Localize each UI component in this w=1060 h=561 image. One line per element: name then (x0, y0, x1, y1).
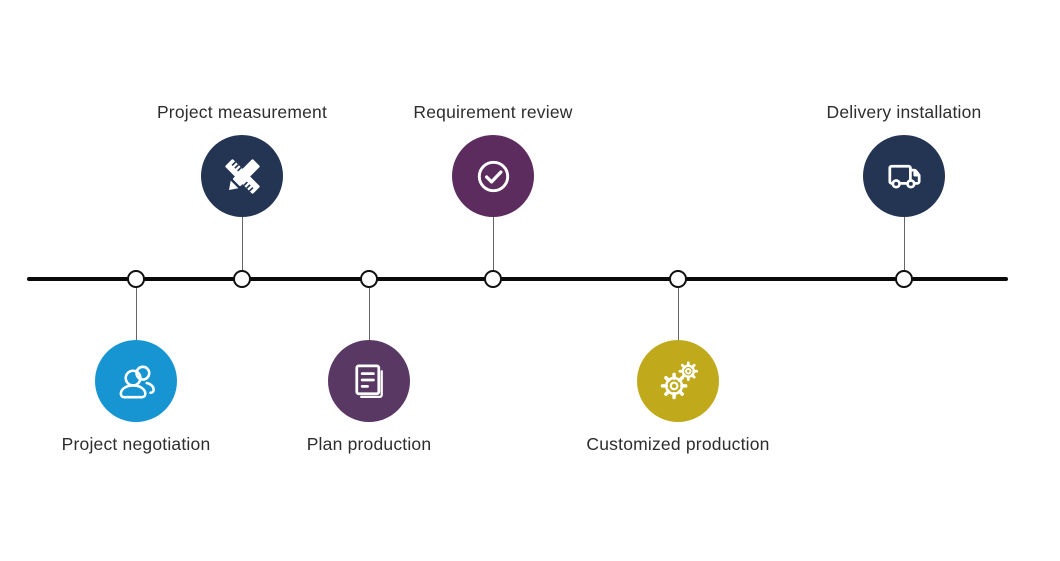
step-icon-circle (201, 135, 283, 217)
step-label: Plan production (306, 434, 432, 454)
step-icon-circle (637, 340, 719, 422)
connector-line (368, 288, 370, 340)
step-icon-circle (863, 135, 945, 217)
connector-line (135, 288, 137, 340)
timeline-node (233, 270, 251, 288)
users-icon (119, 365, 155, 398)
truck-icon (887, 164, 921, 189)
step-label: Delivery installation (826, 102, 982, 122)
timeline-node (484, 270, 502, 288)
connector-line (677, 288, 679, 340)
connector-line (492, 217, 494, 270)
timeline-node (669, 270, 687, 288)
timeline-line (27, 277, 1008, 281)
step-icon-circle (328, 340, 410, 422)
step-label: Requirement review (413, 102, 573, 122)
connector-line (903, 217, 905, 270)
connector-line (241, 217, 243, 270)
gears-icon (660, 360, 698, 399)
step-icon-circle (95, 340, 177, 422)
timeline-node (127, 270, 145, 288)
timeline-node (360, 270, 378, 288)
step-label: Customized production (586, 434, 770, 454)
check-circle-icon (477, 160, 509, 192)
step-label: Project negotiation (61, 434, 211, 454)
ruler-pencil-icon (224, 158, 260, 194)
timeline-node (895, 270, 913, 288)
document-icon (354, 363, 383, 398)
step-icon-circle (452, 135, 534, 217)
step-label: Project measurement (156, 102, 328, 122)
